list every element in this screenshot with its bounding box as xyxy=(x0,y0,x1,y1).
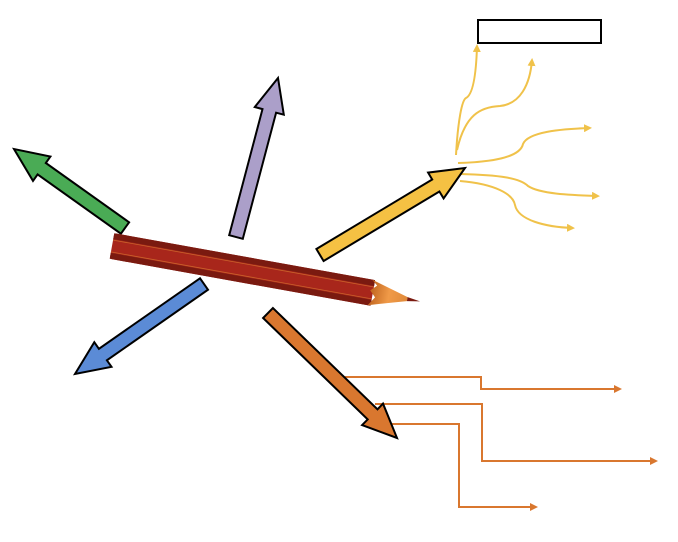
purple-arrow xyxy=(227,75,286,241)
pencil-facet-bottom xyxy=(109,252,372,306)
yellow-branch-1 xyxy=(455,44,481,156)
blue-arrow xyxy=(72,276,210,376)
pencil-edge-line xyxy=(110,251,372,300)
pencil-facet-top xyxy=(113,233,376,287)
yellow-branch-4 xyxy=(459,173,600,200)
yellow-branch-5 xyxy=(459,180,575,232)
yellow-arrow xyxy=(315,166,468,263)
yellow-branch-3 xyxy=(457,124,592,164)
pencil-edge-line xyxy=(112,239,374,288)
orange-branch-3 xyxy=(390,423,538,511)
pencil-wood-tip xyxy=(367,279,408,306)
orange-arrow xyxy=(261,306,399,440)
pencil-illustration xyxy=(109,233,421,306)
yellow-branch-lines xyxy=(455,44,600,232)
empty-title-box xyxy=(477,19,602,44)
orange-branch-lines xyxy=(345,376,658,511)
orange-branch-1 xyxy=(345,376,622,393)
yellow-branch-2 xyxy=(456,58,536,151)
orange-branch-2 xyxy=(375,403,658,465)
block-arrows xyxy=(11,75,468,440)
pencil-lead-tip xyxy=(406,297,421,302)
green-arrow xyxy=(11,147,131,236)
